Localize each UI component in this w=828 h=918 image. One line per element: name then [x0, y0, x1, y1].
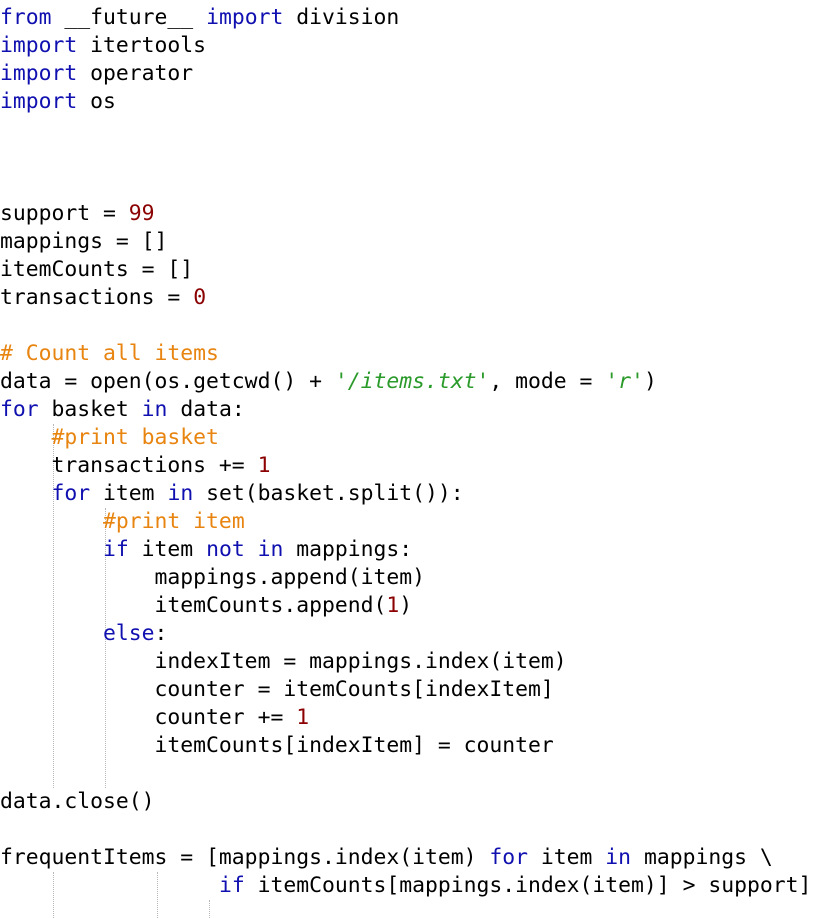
- code-line: transactions = 0: [0, 284, 811, 312]
- code-line: import itertools: [0, 32, 811, 60]
- code-line: [0, 816, 811, 844]
- keyword-token: for: [51, 481, 91, 506]
- code-line: itemCounts[indexItem] = counter: [0, 732, 811, 760]
- code-token: [0, 621, 103, 646]
- code-token: ): [399, 593, 413, 618]
- code-token: support =: [0, 201, 129, 226]
- keyword-token: for: [0, 397, 39, 422]
- keyword-token: in: [605, 845, 632, 870]
- code-token: data = open(os.getcwd() +: [0, 369, 335, 394]
- keyword-token: else: [103, 621, 155, 646]
- code-line: if itemCounts[mappings.index(item)] > su…: [0, 872, 811, 900]
- code-line: mappings.append(item): [0, 564, 811, 592]
- code-token: transactions =: [0, 285, 194, 310]
- code-token: operator: [77, 61, 194, 86]
- keyword-token: if: [103, 537, 129, 562]
- code-line: support = 99: [0, 200, 811, 228]
- code-token: itemCounts.append(: [0, 593, 387, 618]
- keyword-token: import: [0, 61, 78, 86]
- keyword-token: if: [218, 873, 245, 898]
- comment-token: #print basket: [51, 425, 219, 450]
- code-token: [0, 537, 103, 562]
- code-token: data.close(): [0, 789, 155, 814]
- code-line: frequentItems = [mappings.index(item) fo…: [0, 844, 811, 872]
- keyword-token: from: [0, 5, 52, 30]
- code-token: item: [90, 481, 168, 506]
- code-line: if item not in mappings:: [0, 536, 811, 564]
- keyword-token: import: [0, 89, 78, 114]
- code-token: ): [643, 369, 657, 394]
- code-line: data.close(): [0, 788, 811, 816]
- code-line: #print item: [0, 508, 811, 536]
- code-token: [0, 873, 219, 898]
- code-token: indexItem = mappings.index(item): [0, 649, 567, 674]
- code-token: mappings:: [283, 537, 413, 562]
- keyword-token: import: [0, 33, 78, 58]
- code-line: itemCounts = []: [0, 256, 811, 284]
- code-token: [0, 509, 103, 534]
- code-line: from __future__ import division: [0, 4, 811, 32]
- code-line: #print basket: [0, 424, 811, 452]
- number-token: 1: [257, 453, 271, 478]
- number-token: 0: [193, 285, 207, 310]
- code-token: division: [283, 5, 400, 30]
- code-token: itertools: [77, 33, 207, 58]
- code-line: itemCounts.append(1): [0, 592, 811, 620]
- code-line: for basket in data:: [0, 396, 811, 424]
- keyword-token: import: [206, 5, 284, 30]
- code-line: # Count all items: [0, 340, 811, 368]
- code-token: :: [154, 621, 168, 646]
- code-token: basket: [38, 397, 142, 422]
- number-token: 99: [128, 201, 155, 226]
- code-line: import os: [0, 88, 811, 116]
- code-token: data:: [167, 397, 245, 422]
- code-line: else:: [0, 620, 811, 648]
- code-line: [0, 116, 811, 144]
- code-token: os: [77, 89, 116, 114]
- code-line: [0, 144, 811, 172]
- code-token: itemCounts[mappings.index(item)] > suppo…: [244, 873, 812, 898]
- code-line: [0, 760, 811, 788]
- code-token: __future__: [51, 5, 207, 30]
- code-token: mappings \: [631, 845, 773, 870]
- keyword-token: not in: [206, 537, 284, 562]
- code-line: import operator: [0, 60, 811, 88]
- code-token: , mode =: [489, 369, 606, 394]
- code-token: mappings = []: [0, 229, 168, 254]
- code-line: data = open(os.getcwd() + '/items.txt', …: [0, 368, 811, 396]
- code-token: counter = itemCounts[indexItem]: [0, 677, 554, 702]
- code-line: indexItem = mappings.index(item): [0, 648, 811, 676]
- string-token: '/items.txt': [334, 369, 490, 394]
- comment-token: #print item: [103, 509, 245, 534]
- code-token: item: [128, 537, 207, 562]
- code-line: [0, 172, 811, 200]
- code-token: mappings.append(item): [0, 565, 425, 590]
- code-line: counter = itemCounts[indexItem]: [0, 676, 811, 704]
- code-token: [0, 425, 52, 450]
- keyword-token: in: [167, 481, 194, 506]
- code-token: counter +=: [0, 705, 297, 730]
- code-token: [0, 481, 52, 506]
- keyword-token: in: [141, 397, 168, 422]
- string-token: 'r': [605, 369, 644, 394]
- number-token: 1: [386, 593, 400, 618]
- keyword-token: for: [489, 845, 529, 870]
- code-token: frequentItems = [mappings.index(item): [0, 845, 490, 870]
- code-line: counter += 1: [0, 704, 811, 732]
- code-token: itemCounts = []: [0, 257, 194, 282]
- code-token: item: [528, 845, 606, 870]
- code-token: itemCounts[indexItem] = counter: [0, 733, 554, 758]
- code-line: transactions += 1: [0, 452, 811, 480]
- comment-token: # Count all items: [0, 341, 219, 366]
- code-token: set(basket.split()):: [193, 481, 464, 506]
- code-token: transactions +=: [0, 453, 258, 478]
- indent-guide-line: [209, 900, 210, 918]
- code-line: mappings = []: [0, 228, 811, 256]
- code-line: [0, 312, 811, 340]
- code-line: for item in set(basket.split()):: [0, 480, 811, 508]
- number-token: 1: [296, 705, 310, 730]
